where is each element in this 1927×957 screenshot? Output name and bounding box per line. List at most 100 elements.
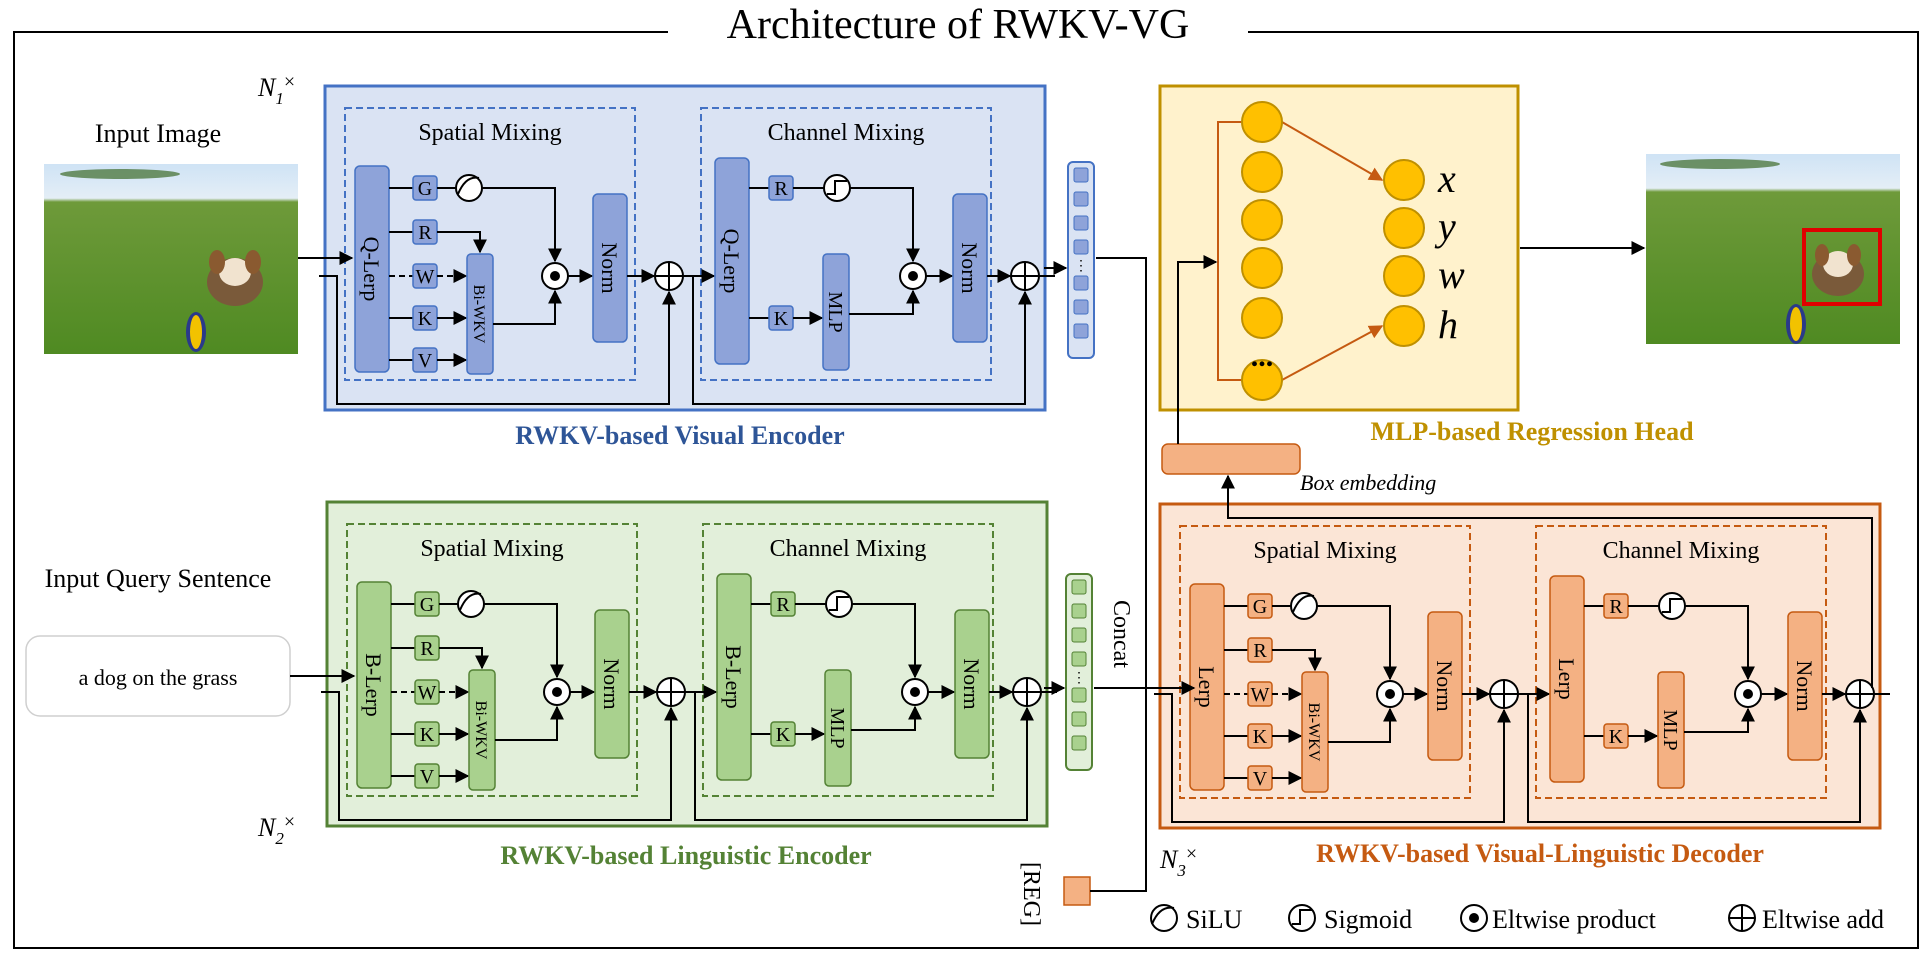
eltwise-product-icon bbox=[899, 262, 927, 290]
channel-mixing-title: Channel Mixing bbox=[1603, 538, 1760, 564]
connector bbox=[1317, 605, 1397, 681]
silu-icon bbox=[455, 174, 483, 202]
connector bbox=[482, 187, 562, 263]
connector bbox=[1272, 649, 1322, 672]
token bbox=[1073, 215, 1089, 231]
bi-wkv-label: Bi-WKV bbox=[472, 701, 489, 760]
silu-icon bbox=[1290, 592, 1318, 620]
connector bbox=[484, 603, 564, 679]
op-cross bbox=[655, 262, 683, 290]
mlp-block bbox=[822, 253, 850, 371]
connector bbox=[321, 691, 678, 821]
spatial-lerp-block bbox=[356, 581, 392, 789]
eltwise-add-icon bbox=[1012, 677, 1042, 707]
eltwise-add-icon bbox=[656, 677, 686, 707]
regression-head-caption: MLP-based Regression Head bbox=[1370, 417, 1694, 446]
gate-r-label: R bbox=[418, 222, 432, 244]
output-node bbox=[1383, 255, 1425, 297]
output-image bbox=[1646, 154, 1900, 344]
outer-frame bbox=[13, 31, 1919, 949]
linguistic-token-stack: ⋮ bbox=[1065, 573, 1093, 771]
op-step bbox=[829, 596, 849, 611]
channel-mixing-box bbox=[700, 107, 992, 381]
connections bbox=[290, 241, 1873, 892]
op-circle bbox=[1658, 592, 1686, 620]
op-cross bbox=[1490, 680, 1518, 708]
visual-encoder: Spatial MixingQ-LerpGRWKVBi-WKVNormChann… bbox=[319, 84, 1055, 412]
bi-wkv-block bbox=[1301, 671, 1329, 793]
hidden-node-ellipsis: ... bbox=[1251, 340, 1274, 373]
head-bracket bbox=[1217, 121, 1244, 381]
token bbox=[1071, 735, 1087, 751]
output-label-x: x bbox=[1437, 156, 1456, 201]
spatial-lerp-label: Lerp bbox=[1194, 666, 1219, 708]
token bbox=[1071, 627, 1087, 643]
op-step bbox=[1662, 598, 1682, 613]
gate-g-label: G bbox=[418, 178, 432, 200]
eltwise-product-icon bbox=[1734, 680, 1762, 708]
page-title: Architecture of RWKV-VG bbox=[727, 2, 1190, 48]
token bbox=[1071, 579, 1087, 595]
channel-lerp-block bbox=[714, 157, 750, 365]
gate-k-label: K bbox=[418, 308, 433, 330]
input-image bbox=[44, 164, 298, 354]
op-cross bbox=[1013, 678, 1041, 706]
spatial-norm-block bbox=[1427, 611, 1463, 761]
spatial-norm-block bbox=[594, 609, 630, 759]
hidden-node bbox=[1241, 199, 1283, 241]
eltwise-product-icon bbox=[543, 678, 571, 706]
op-curve bbox=[459, 592, 482, 611]
connector bbox=[319, 275, 676, 405]
decoder: Spatial MixingLerpGRWKVBi-WKVNormChannel… bbox=[1154, 502, 1890, 830]
reg-token-label: [REG] bbox=[1018, 862, 1044, 926]
connector bbox=[850, 187, 920, 263]
channel-norm-label: Norm bbox=[959, 658, 984, 709]
connector bbox=[1684, 707, 1755, 733]
spatial-mixing-title: Spatial Mixing bbox=[418, 120, 561, 146]
svg-text:Sigmoid: Sigmoid bbox=[1324, 905, 1412, 934]
spatial-mixing-box bbox=[346, 523, 638, 797]
spatial-mixing-title: Spatial Mixing bbox=[1253, 538, 1396, 564]
reg-token bbox=[1063, 876, 1091, 906]
block-outer-box bbox=[1158, 502, 1882, 830]
gate-g-label: G bbox=[1253, 596, 1267, 618]
head-connection-bottom bbox=[1281, 325, 1384, 381]
output-node bbox=[1383, 207, 1425, 249]
gate-w-label: W bbox=[416, 266, 435, 288]
spatial-mixing-title: Spatial Mixing bbox=[420, 536, 563, 562]
hidden-node bbox=[1241, 151, 1283, 193]
op-dot bbox=[550, 271, 560, 281]
token bbox=[1073, 275, 1089, 291]
eltwise-product-icon bbox=[541, 262, 569, 290]
connector bbox=[1685, 605, 1755, 681]
bi-wkv-label: Bi-WKV bbox=[1305, 703, 1322, 762]
gate-r-label: R bbox=[420, 638, 434, 660]
sigmoid-icon bbox=[823, 174, 851, 202]
spatial-mixing-box bbox=[344, 107, 636, 381]
gate-r-label: R bbox=[1253, 640, 1267, 662]
channel-mixing-title: Channel Mixing bbox=[768, 120, 925, 146]
spatial-norm-label: Norm bbox=[599, 658, 624, 709]
channel-mixing-title: Channel Mixing bbox=[770, 536, 927, 562]
output-label-w: w bbox=[1438, 252, 1465, 297]
spatial-lerp-label: Q-Lerp bbox=[359, 237, 384, 302]
mlp-label: MLP bbox=[1659, 709, 1681, 750]
gate-g-label: G bbox=[420, 594, 434, 616]
visual-encoder-caption: RWKV-based Visual Encoder bbox=[515, 421, 844, 450]
channel-lerp-label: Q-Lerp bbox=[719, 229, 744, 294]
connector bbox=[439, 647, 489, 670]
spatial-lerp-label: B-Lerp bbox=[361, 653, 386, 717]
svg-text:Eltwise add: Eltwise add bbox=[1762, 905, 1884, 934]
op-dot bbox=[910, 687, 920, 697]
input-image-label: Input Image bbox=[95, 119, 221, 148]
channel-lerp-block bbox=[1549, 575, 1585, 783]
spatial-lerp-block bbox=[354, 165, 390, 373]
connector bbox=[852, 603, 922, 679]
legend: SiLU Sigmoid Eltwise product Eltwise add bbox=[1150, 904, 1884, 934]
gate-k-label: K bbox=[420, 724, 435, 746]
op-cross bbox=[1846, 680, 1874, 708]
gate-k-label: K bbox=[1253, 726, 1268, 748]
hidden-node bbox=[1241, 359, 1283, 401]
token bbox=[1071, 603, 1087, 619]
input-query-label: Input Query Sentence bbox=[45, 564, 272, 593]
